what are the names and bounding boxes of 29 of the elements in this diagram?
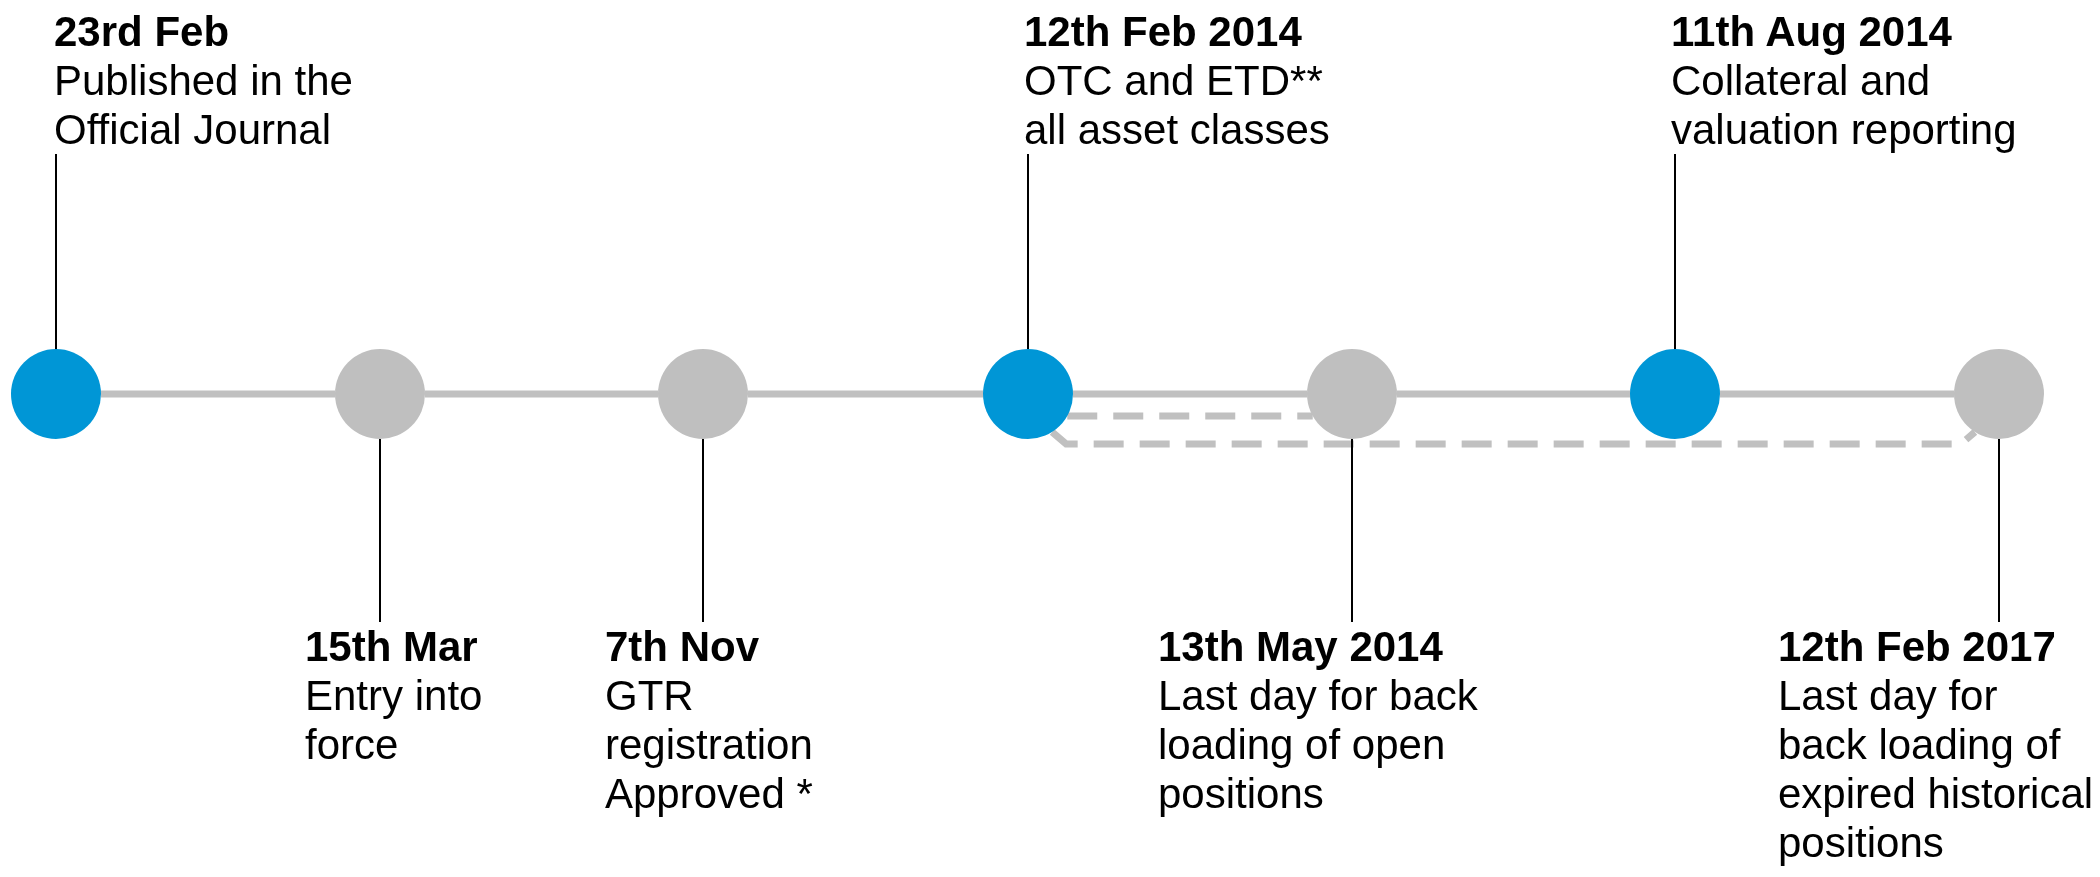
milestone-text: Collateral and valuation reporting	[1671, 56, 2018, 154]
leader-line	[55, 153, 57, 350]
milestone-text: Entry into force	[305, 671, 484, 769]
timeline-line	[425, 390, 658, 398]
timeline-line	[748, 390, 983, 398]
leader-line	[1351, 438, 1353, 623]
dashed-line	[1067, 412, 1313, 420]
date-heading: 23rd Feb	[54, 7, 231, 56]
milestone-text: OTC and ETD** all asset classes	[1024, 56, 1331, 154]
leader-line	[702, 438, 704, 623]
date-heading: 13th May 2014	[1158, 622, 1444, 671]
leader-line	[1674, 153, 1676, 350]
leader-line	[1998, 438, 2000, 623]
milestone-text: Last day for back loading of expired historical positions	[1778, 671, 2095, 867]
date-heading: 12th Feb 2017	[1778, 622, 2057, 671]
timeline-line	[1397, 390, 1630, 398]
date-heading: 7th Nov	[605, 622, 760, 671]
milestone-text: GTR registration Approved *	[605, 671, 814, 818]
date-heading: 15th Mar	[305, 622, 479, 671]
date-heading: 11th Aug 2014	[1671, 7, 1953, 56]
timeline-line	[1720, 390, 1954, 398]
milestone-text: Published in the Official Journal	[54, 56, 354, 154]
timeline-line	[101, 390, 335, 398]
leader-line	[1027, 153, 1029, 350]
leader-line	[379, 438, 381, 623]
date-heading: 12th Feb 2014	[1024, 7, 1303, 56]
dashed-line	[1049, 429, 1978, 448]
milestone-text: Last day for back loading of open positions	[1158, 671, 1479, 818]
timeline-line	[1073, 390, 1307, 398]
